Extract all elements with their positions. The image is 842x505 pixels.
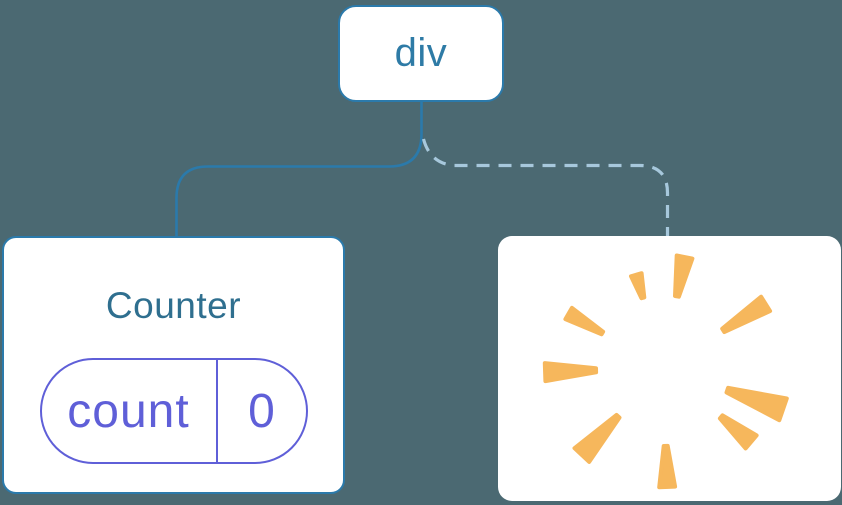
poof-ray bbox=[629, 271, 647, 301]
poof-ray bbox=[572, 412, 622, 464]
poof-icon bbox=[542, 253, 789, 490]
tree-node-counter: Counter count 0 bbox=[2, 236, 345, 494]
poof-ray bbox=[720, 294, 773, 335]
poof-ray bbox=[542, 361, 599, 384]
state-pill-value: 0 bbox=[215, 360, 306, 462]
poof-ray bbox=[563, 305, 606, 337]
tree-node-div: div bbox=[338, 5, 504, 102]
state-pill: count 0 bbox=[39, 358, 308, 464]
connector-dashed-line bbox=[421, 138, 670, 238]
poof-ray bbox=[717, 413, 759, 451]
div-node-label: div bbox=[394, 31, 448, 75]
tree-node-removed bbox=[498, 236, 841, 501]
state-pill-key: count bbox=[67, 384, 190, 438]
poof-ray bbox=[657, 443, 678, 490]
poof-ray bbox=[673, 253, 695, 299]
poof-ray bbox=[724, 385, 789, 423]
counter-node-title: Counter bbox=[105, 285, 242, 326]
connector-solid-line bbox=[175, 95, 423, 240]
